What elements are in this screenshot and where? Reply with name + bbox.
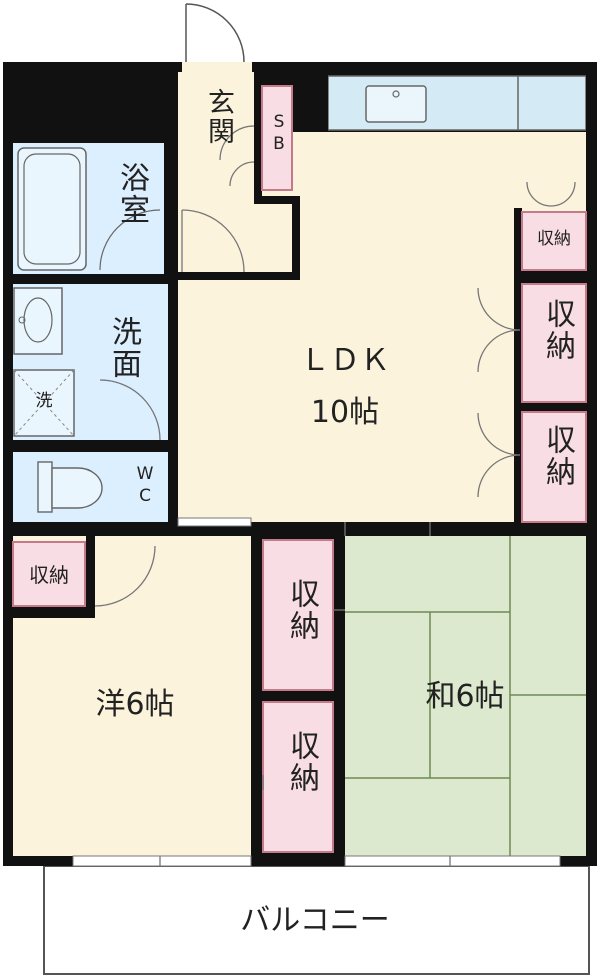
storage-ldk-1-label: 収納 (540, 298, 575, 362)
toilet-label: WC (135, 464, 155, 508)
entrance-opening (182, 62, 252, 72)
washbasin-icon (13, 287, 63, 355)
door-swings (94, 125, 576, 607)
washroom-label: 洗面 (106, 316, 141, 380)
entrance-label: 玄関 (203, 88, 234, 146)
entrance-door (185, 3, 245, 63)
storage-top-right-label: 収納 (537, 229, 571, 249)
hall-floor (178, 196, 296, 272)
toilet-icon (37, 461, 103, 513)
storage-ldk-2 (521, 411, 587, 523)
ldk-upper-floor (300, 132, 586, 212)
shoe-box-label: SB (269, 112, 289, 156)
storage-western (12, 541, 86, 607)
washer-label: 洗 (35, 391, 53, 411)
storage-mid-2-label: 収納 (284, 730, 319, 794)
shoe-box (261, 85, 293, 191)
storage-ldk-2-label: 収納 (540, 424, 575, 488)
ldk-window (177, 517, 252, 527)
entrance-floor (178, 72, 254, 196)
storage-top-right (521, 211, 587, 271)
ldk-size-label: 10帖 (310, 395, 380, 430)
balcony (43, 865, 590, 975)
ldk-name-label: ＬＤＫ (300, 343, 390, 378)
storage-western-label: 収納 (29, 563, 69, 587)
storage-mid-1 (262, 539, 334, 691)
japanese-room-floor (345, 536, 587, 856)
japanese-room-label: 和6帖 (425, 679, 505, 714)
western-room-floor-b (13, 606, 73, 806)
storage-mid-2 (262, 701, 334, 853)
sliding-markers (159, 522, 451, 866)
storage-ldk-1 (521, 283, 587, 403)
balcony-label: バルコニー (240, 903, 390, 938)
storage-units (12, 85, 587, 853)
storage-mid-1-label: 収納 (284, 578, 319, 642)
kitchen-sink-icon (365, 85, 427, 123)
balcony-window-right (344, 855, 561, 867)
tatami-lines (345, 536, 587, 856)
balcony-window-left (72, 855, 252, 867)
bathtub-icon (17, 147, 87, 271)
bath-label: 浴室 (114, 162, 149, 226)
western-room-label: 洋6帖 (95, 687, 175, 722)
